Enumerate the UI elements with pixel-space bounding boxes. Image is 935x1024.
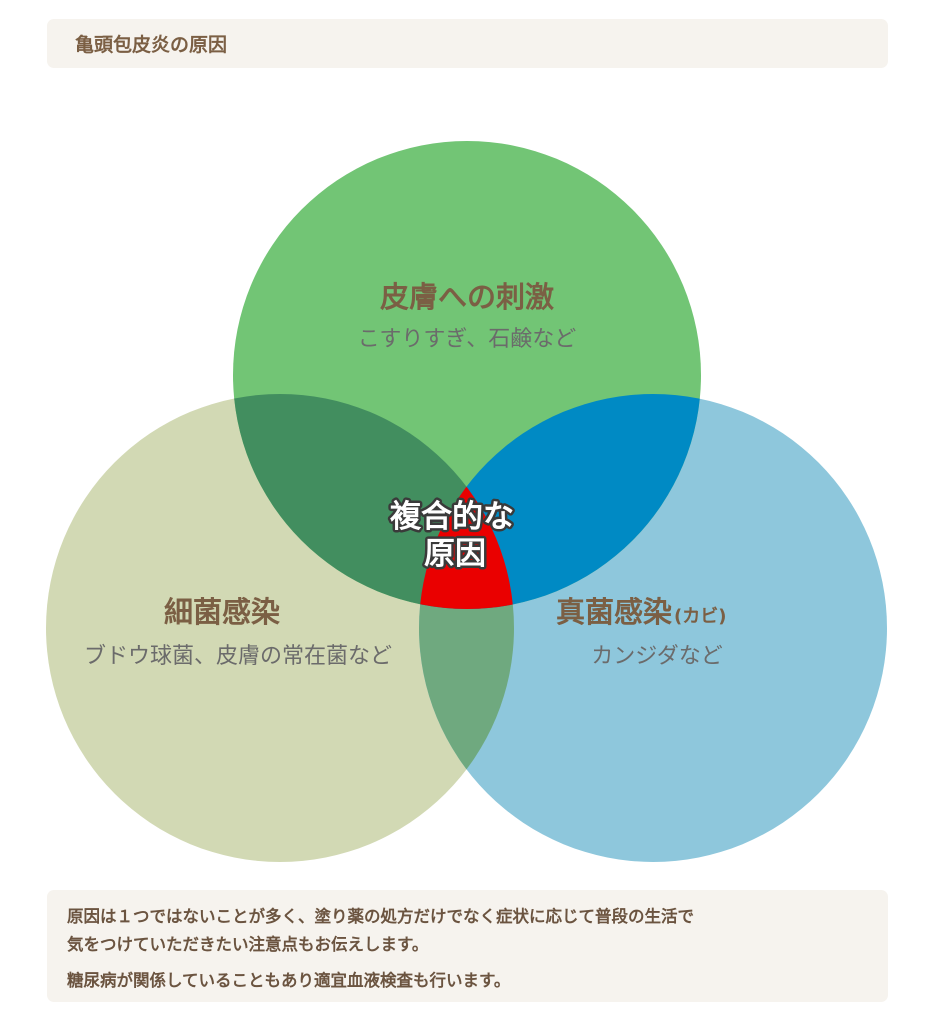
- fungal-title: 真菌感染(カビ): [556, 595, 726, 629]
- center-label-line2: 原因: [424, 536, 486, 572]
- note-box: 原因は１つではないことが多く、塗り薬の処方だけでなく症状に応じて普段の生活で 気…: [47, 890, 888, 1002]
- page-title: 亀頭包皮炎の原因: [75, 34, 228, 56]
- header-bar: 亀頭包皮炎の原因: [47, 19, 888, 68]
- bacterial-subtitle: ブドウ球菌、皮膚の常在菌など: [84, 644, 392, 669]
- note-line-1: 原因は１つではないことが多く、塗り薬の処方だけでなく症状に応じて普段の生活で: [67, 907, 694, 926]
- note-line-3: 糖尿病が関係していることもあり適宜血液検査も行います。: [67, 971, 511, 990]
- fungal-title-main: 真菌感染: [556, 595, 672, 629]
- overlap-top-right: [419, 394, 701, 609]
- fungal-title-suffix: (カビ): [674, 606, 726, 627]
- skin-irritation-subtitle: こすりすぎ、石鹸など: [358, 327, 576, 352]
- venn-diagram: 皮膚への刺激 こすりすぎ、石鹸など 細菌感染 ブドウ球菌、皮膚の常在菌など 真菌…: [46, 141, 887, 862]
- skin-irritation-title: 皮膚への刺激: [380, 280, 554, 314]
- note-line-2: 気をつけていただきたい注意点もお伝えします。: [67, 935, 429, 954]
- overlap-top-left: [233, 394, 514, 609]
- fungal-subtitle: カンジダなど: [591, 644, 723, 669]
- bacterial-title: 細菌感染: [164, 595, 280, 629]
- center-label-line1: 複合的な: [390, 499, 514, 535]
